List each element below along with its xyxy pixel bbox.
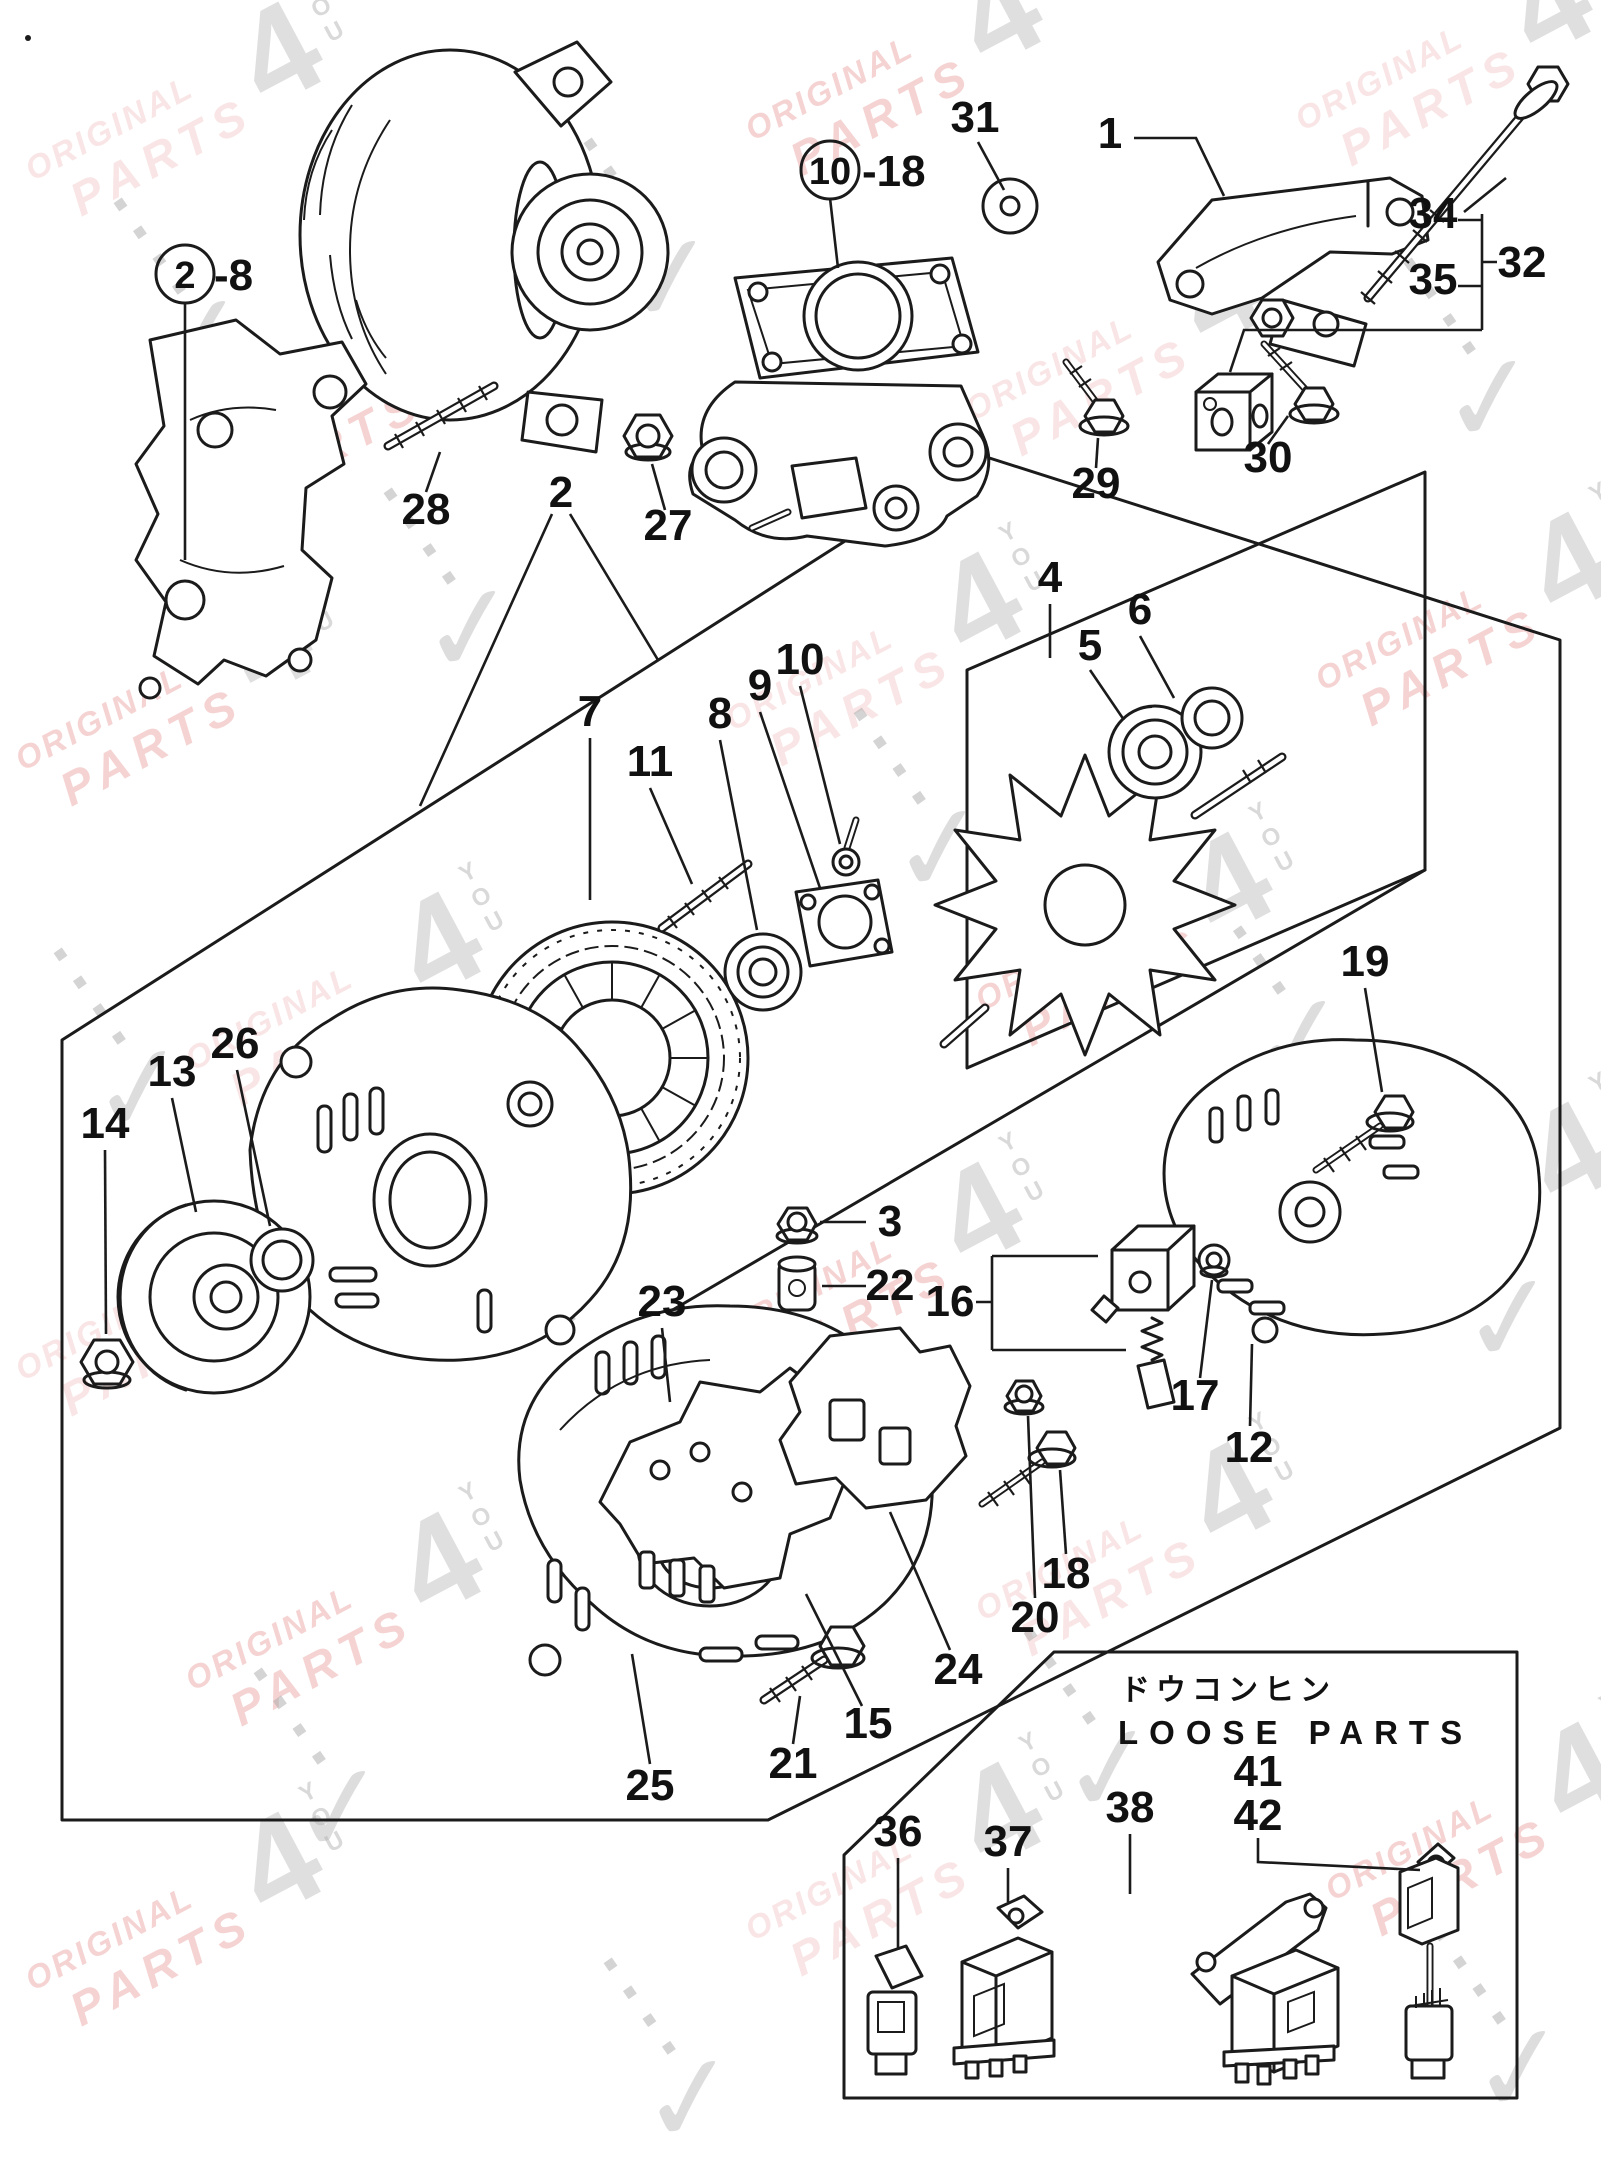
circled-callout-10 [799, 139, 861, 201]
bolt-29-drawing [1062, 358, 1130, 437]
part-label-13: 13 [148, 1047, 197, 1096]
part-label-32: 32 [1498, 238, 1547, 287]
part-label-22: 22 [866, 1261, 915, 1310]
part-label-5: 5 [1078, 621, 1102, 670]
part-label-41: 41 [1234, 1747, 1283, 1796]
relay-37-drawing [952, 1894, 1056, 2080]
part-label-10: 10 [776, 635, 825, 684]
part-label-2: 2 [549, 468, 573, 517]
bolt-34-drawing [1360, 65, 1570, 305]
part-label-31: 31 [951, 93, 1000, 142]
pulley-13-drawing [116, 1199, 312, 1395]
part-label-10-suffix: -18 [862, 147, 926, 196]
collar-26-drawing [249, 1227, 315, 1293]
nut-3-drawing [775, 1206, 819, 1245]
stud-bolt-28-drawing [383, 381, 499, 451]
part-label-23: 23 [638, 1277, 687, 1326]
part-label-10-circled: 10 [809, 151, 851, 193]
engine-bracket-drawing [134, 318, 368, 700]
part-label-28: 28 [402, 485, 451, 534]
callout-labels: 2 -8 10 -18 1 2 3 4 5 6 7 8 9 10 11 12 1… [81, 93, 1547, 1866]
regulator-16-drawing [1090, 1224, 1196, 1410]
part-label-36: 36 [874, 1807, 923, 1856]
part-label-12: 12 [1225, 1423, 1274, 1472]
part-label-20: 20 [1011, 1593, 1060, 1642]
rectifier-15-drawing [598, 1366, 852, 1604]
part-label-21: 21 [769, 1739, 818, 1788]
bolt-10-drawing [831, 816, 861, 877]
part-label-17: 17 [1171, 1371, 1220, 1420]
part-label-18: 18 [1042, 1549, 1091, 1598]
brush-holder-24-drawing [778, 1326, 972, 1510]
bolt-30-drawing [1260, 340, 1340, 425]
part-label-8: 8 [708, 689, 732, 738]
bolt-21-drawing [759, 1625, 866, 1705]
part-label-27: 27 [644, 501, 693, 550]
rotor-4-drawing [933, 752, 1287, 1057]
alternator-assembly-drawing [298, 40, 670, 454]
circled-callout-2 [154, 243, 216, 305]
part-label-35: 35 [1409, 255, 1458, 304]
washer-31-drawing [981, 177, 1039, 235]
leader-lines [103, 136, 1507, 1950]
part-label-38: 38 [1106, 1783, 1155, 1832]
part-label-9: 9 [748, 661, 772, 710]
part-label-15: 15 [844, 1699, 893, 1748]
block-32-drawing [1194, 372, 1274, 452]
relay-38-drawing [1190, 1892, 1340, 2086]
part-label-11: 11 [627, 737, 674, 786]
nut-27-drawing [622, 413, 674, 462]
part-label-34: 34 [1409, 189, 1458, 238]
nut-35-drawing [1249, 298, 1295, 338]
part-label-14: 14 [81, 1099, 130, 1148]
screw-17-drawing [1197, 1243, 1231, 1279]
collar-6-drawing [1180, 686, 1244, 750]
inlet-manifold-drawing [688, 256, 991, 548]
part-label-24: 24 [934, 1645, 983, 1694]
rear-cover-12-drawing [1162, 1038, 1542, 1344]
part-label-26: 26 [211, 1019, 260, 1068]
part-label-2-circled: 2 [174, 255, 195, 297]
part-label-37: 37 [984, 1817, 1033, 1866]
part-label-42: 42 [1234, 1791, 1283, 1840]
part-label-3: 3 [878, 1197, 902, 1246]
part-label-29: 29 [1072, 459, 1121, 508]
pulley-nut-14-drawing [79, 1338, 135, 1390]
part-label-7: 7 [578, 687, 602, 736]
bolt-18-drawing [978, 1430, 1077, 1508]
loose-parts-box [842, 1650, 1519, 2100]
part-label-30: 30 [1244, 433, 1293, 482]
part-label-16: 16 [926, 1277, 975, 1326]
bolt-19-drawing [1312, 1094, 1415, 1174]
connector-41-42-drawing [1398, 1842, 1460, 2080]
nut-20-drawing [1003, 1379, 1045, 1416]
inner-divider-line [650, 868, 1427, 1324]
stray-dot [25, 35, 31, 41]
bearing-5-drawing [1107, 704, 1203, 800]
seal-8-drawing [723, 932, 803, 1012]
part-label-19: 19 [1341, 937, 1390, 986]
loose-parts-title-en: LOOSE PARTS [1118, 1714, 1473, 1751]
plate-9-drawing [794, 878, 894, 968]
part-label-4: 4 [1038, 553, 1063, 602]
adjust-bracket-1-drawing [1156, 176, 1430, 368]
part-label-25: 25 [626, 1761, 675, 1810]
loose-parts-title-jp: ドウコンヒン [1120, 1673, 1336, 1708]
connector-36-drawing [866, 1944, 924, 2076]
front-housing-drawing [248, 986, 633, 1362]
stud-11-drawing [657, 859, 753, 933]
part-label-2-suffix: -8 [214, 251, 253, 300]
part-label-1: 1 [1098, 109, 1122, 158]
part-label-6: 6 [1128, 585, 1152, 634]
